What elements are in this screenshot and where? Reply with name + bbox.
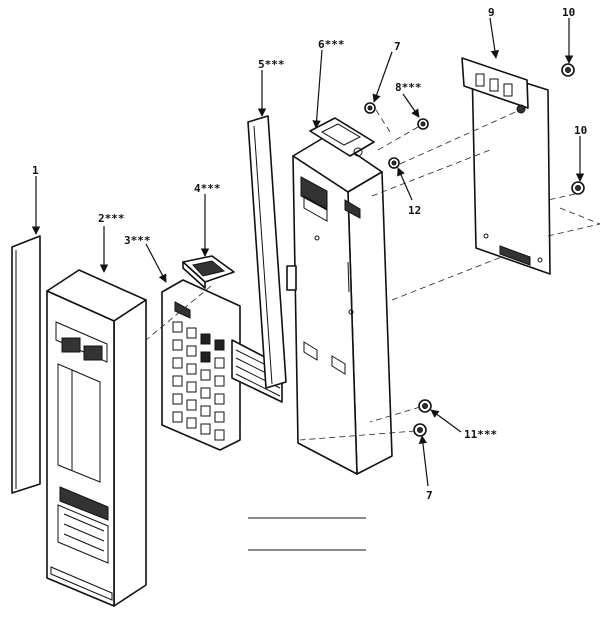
screw-10-lower [571, 181, 585, 195]
callout-1: 1 [32, 164, 39, 177]
screw-7-upper [364, 102, 376, 114]
screw-12 [388, 157, 400, 169]
keypad-key [186, 363, 197, 375]
callout-11: 11*** [464, 428, 497, 441]
keypad-key [186, 417, 197, 429]
callout-2: 2*** [98, 212, 125, 225]
keypad-key [200, 333, 211, 345]
keypad-key [172, 357, 183, 369]
keypad-key [186, 399, 197, 411]
callout-8: 8*** [395, 81, 422, 94]
keypad-key [200, 369, 211, 381]
part-6-chassis-bracket [286, 117, 393, 475]
keypad-key [214, 339, 225, 351]
callout-6: 6*** [318, 38, 345, 51]
part-5-vertical-strip [247, 115, 287, 389]
screw-11-upper [418, 399, 432, 413]
keypad-key [172, 321, 183, 333]
part-2-control-panel [46, 269, 147, 607]
keypad-key [186, 381, 197, 393]
callout-10-lower: 10 [574, 124, 587, 137]
callout-10-upper: 10 [562, 6, 575, 19]
keypad-key [172, 339, 183, 351]
keypad-key [214, 375, 225, 387]
callout-3: 3*** [124, 234, 151, 247]
callout-labels: 1 2*** 3*** 4*** 5*** 6*** 7 8*** 9 10 1… [32, 6, 587, 502]
keypad-key [186, 345, 197, 357]
screw-10-upper [561, 63, 575, 77]
callout-12: 12 [408, 204, 421, 217]
keypad-key [200, 405, 211, 417]
part-1-trim-strip [11, 235, 41, 494]
callout-4: 4*** [194, 182, 221, 195]
keypad-key [186, 327, 197, 339]
part-9-circuit-board [461, 57, 551, 275]
keypad-key [172, 393, 183, 405]
keypad-key [214, 411, 225, 423]
callout-5: 5*** [258, 58, 285, 71]
screw-8 [417, 118, 429, 130]
keypad-key [214, 393, 225, 405]
keypad-key [200, 351, 211, 363]
keypad-key [200, 387, 211, 399]
leader-arrows [31, 17, 585, 487]
screw-11-lower [413, 423, 427, 437]
keypad-key [172, 411, 183, 423]
part-4-display-window [182, 255, 235, 289]
callout-9: 9 [488, 6, 495, 19]
assembly-lines [145, 109, 601, 441]
keypad-key [214, 429, 225, 441]
keypad-key [214, 357, 225, 369]
callout-7-upper: 7 [394, 40, 401, 53]
keypad-key [172, 375, 183, 387]
keypad-key [200, 423, 211, 435]
callout-7-lower: 7 [426, 489, 433, 502]
